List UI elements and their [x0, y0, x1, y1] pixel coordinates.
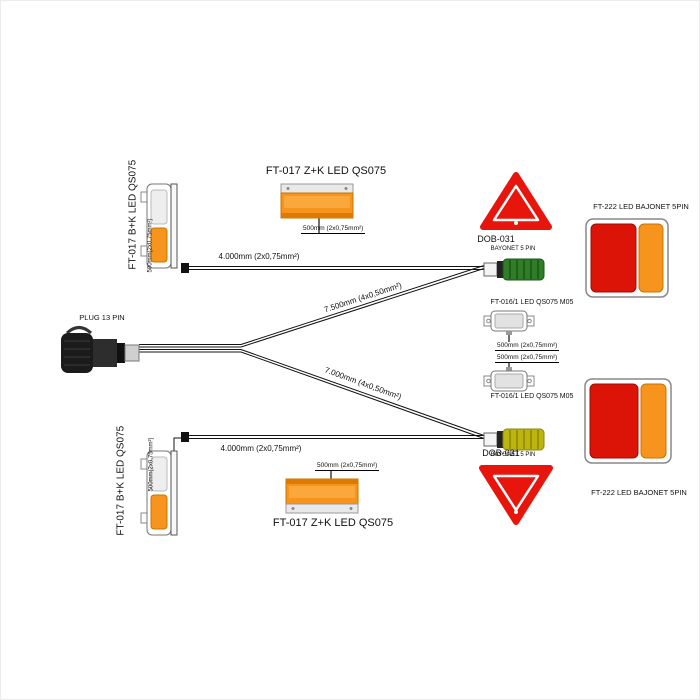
clearance-lamp-bottom-graphic — [285, 478, 359, 514]
warning-triangle-bottom-label: DOB-031 — [482, 448, 520, 458]
warning-triangle-bottom-graphic — [479, 465, 553, 525]
plug-13pin-label: PLUG 13 PIN — [79, 313, 125, 322]
lamp-pigtails — [318, 218, 510, 479]
warning-triangle-top-label: DOB-031 — [477, 234, 515, 244]
bayonet-connector-top-label: BAYONET 5 PIN — [490, 246, 536, 252]
clearance-lamp-top-title: FT-017 Z+K LED QS075 — [265, 165, 387, 177]
marker-lamp-top-left-label: FT-017 B+K LED QS075 — [127, 159, 139, 270]
side-lamp-lower-graphic — [483, 367, 535, 392]
amber-lens — [150, 227, 168, 263]
wire-bottom-terminal — [181, 432, 189, 442]
bayonet-connector-bottom-graphic — [483, 428, 545, 451]
clearance-lamp-bottom-cable-label: 500mm (2x0,75mm²) — [315, 462, 380, 472]
warning-triangle-top-graphic — [480, 172, 552, 230]
wire-harness-from-plug — [139, 265, 485, 439]
wire-top — [187, 266, 484, 270]
rear-lamp-top-label: FT-222 LED BAJONET 5PIN — [593, 202, 689, 211]
amber-lens — [638, 223, 664, 293]
marker-lamp-top-left-cable-label: 500mm(2x0,75mm²) — [147, 218, 154, 273]
amber-lens — [150, 494, 168, 530]
wire-top-length-label: 4.000mm (2x0,75mm²) — [218, 252, 300, 261]
clearance-lamp-bottom-title: FT-017 Z+K LED QS075 — [272, 517, 394, 529]
side-lamp-lower-label: FT-016/1 LED QS075 M05 — [490, 393, 574, 400]
amber-lens — [640, 383, 667, 459]
rear-lamp-bottom-label: FT-222 LED BAJONET 5PIN — [591, 488, 687, 497]
plug-13pin-graphic — [61, 326, 140, 373]
side-lamp-lower-cable-label: 500mm (2x0,75mm²) — [495, 354, 560, 364]
wire-top-terminal — [181, 263, 189, 273]
rear-lamp-bottom-graphic — [584, 378, 672, 464]
clearance-lamp-top-graphic — [280, 183, 354, 219]
wire-bottom-length-label: 4.000mm (2x0,75mm²) — [220, 444, 302, 453]
rear-lamp-top-graphic — [585, 218, 669, 298]
marker-lamp-bottom-left-cable-label: 500mm(2x0,75mm²) — [148, 437, 155, 492]
clearance-lamp-top-cable-label: 500mm (2x0,75mm²) — [301, 225, 366, 235]
red-lens — [589, 383, 639, 459]
wire-bottom — [173, 435, 484, 451]
bayonet-connector-bottom-label: BAYONET 5 PIN — [490, 452, 536, 458]
marker-lamp-top-left-graphic — [140, 183, 178, 269]
side-lamp-upper-label: FT-016/1 LED QS075 M05 — [490, 299, 574, 306]
red-lens — [590, 223, 637, 293]
side-lamp-upper-cable-label: 500mm (2x0,75mm²) — [495, 342, 560, 352]
side-lamp-upper-graphic — [483, 310, 535, 335]
marker-lamp-bottom-left-label: FT-017 B+K LED QS075 — [115, 425, 127, 536]
marker-lamp-bottom-left-graphic — [140, 450, 178, 536]
bayonet-connector-top-graphic — [483, 258, 545, 281]
